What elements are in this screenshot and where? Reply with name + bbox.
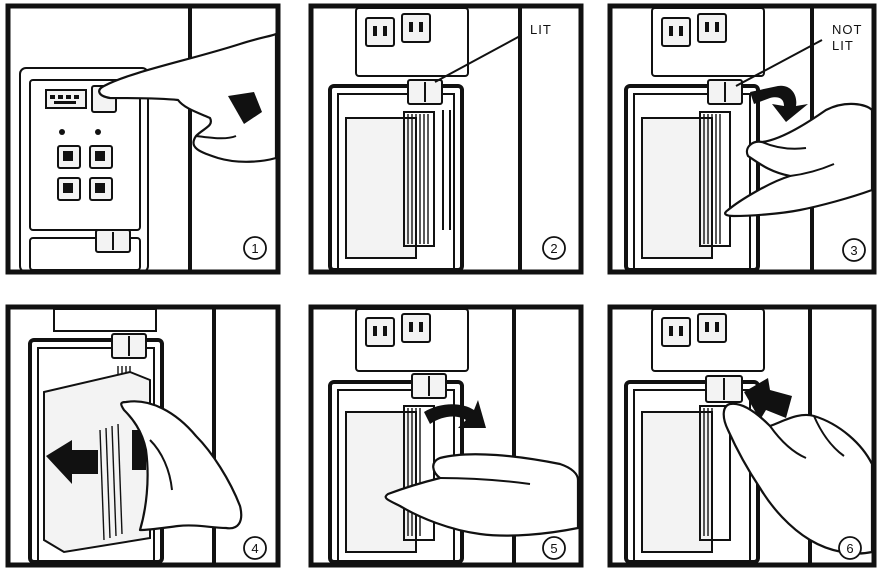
step-number: 1 bbox=[251, 241, 258, 256]
not-label: NOT bbox=[832, 22, 862, 37]
panel-4: 4 bbox=[5, 304, 281, 568]
step-number-badge bbox=[243, 236, 267, 260]
step-number-badge bbox=[542, 236, 566, 260]
step-number-badge bbox=[842, 238, 866, 262]
hand bbox=[724, 102, 874, 218]
arrow-icon bbox=[424, 400, 486, 428]
panel-2: LIT 2 bbox=[308, 3, 584, 275]
panel-5: 5 bbox=[308, 304, 584, 568]
step-number-badge bbox=[243, 536, 267, 560]
step-number: 4 bbox=[251, 541, 258, 556]
step-number: 2 bbox=[550, 241, 557, 256]
panel-3: NOT LIT 3 bbox=[607, 3, 877, 275]
step-number: 6 bbox=[846, 541, 853, 556]
hand bbox=[384, 453, 580, 537]
lit-label: LIT bbox=[530, 22, 552, 37]
hand bbox=[120, 400, 243, 532]
step-number-badge bbox=[542, 536, 566, 560]
step-number: 5 bbox=[550, 541, 557, 556]
lit-label: LIT bbox=[832, 38, 854, 53]
keypad[interactable] bbox=[57, 145, 113, 201]
arrow-icon bbox=[46, 440, 98, 484]
panel-6: 6 bbox=[607, 304, 877, 568]
arrow-icon bbox=[750, 85, 808, 122]
cartridge bbox=[345, 117, 417, 259]
step-number: 3 bbox=[850, 243, 857, 258]
panel-1: 1 bbox=[5, 3, 281, 275]
step-number-badge bbox=[838, 536, 862, 560]
hand bbox=[98, 32, 278, 163]
arrow-icon bbox=[744, 378, 792, 420]
